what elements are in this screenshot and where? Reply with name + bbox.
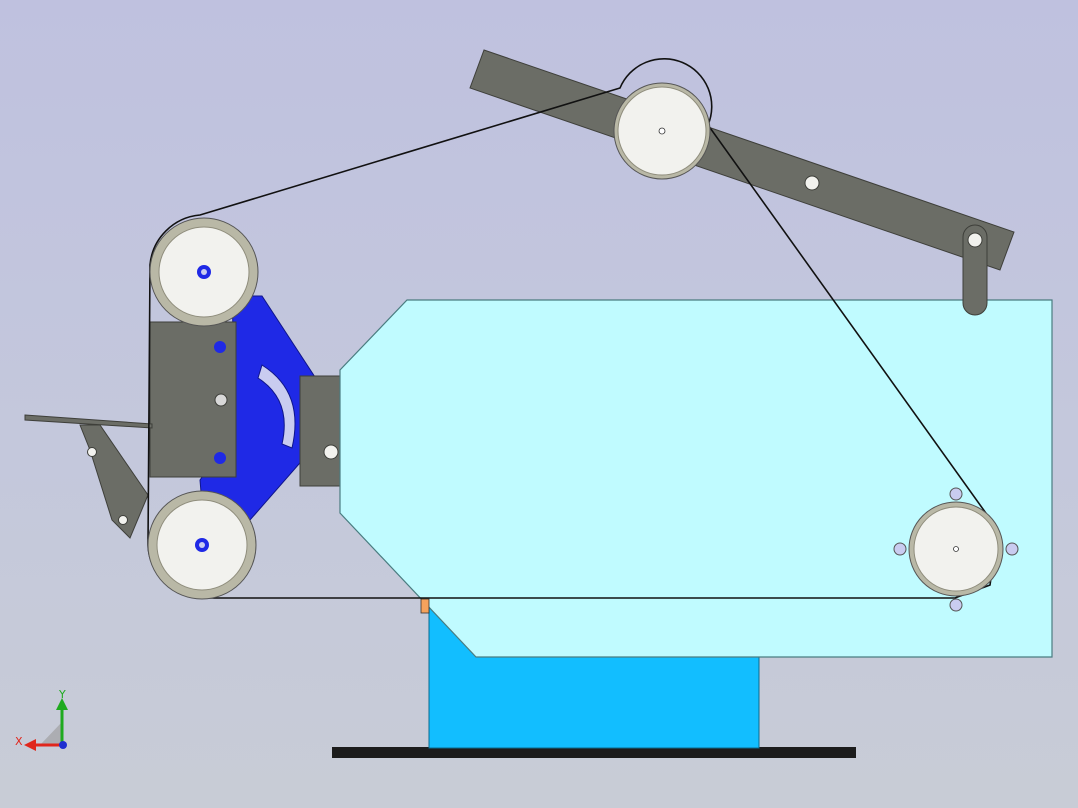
housing-panel[interactable] xyxy=(339,299,1053,658)
axis-triad: Y X xyxy=(15,688,68,751)
work-rest-bar[interactable] xyxy=(24,414,153,429)
bracket-slot xyxy=(257,364,296,449)
drive-bolt-bottom-icon xyxy=(949,598,963,612)
tension-arm-post[interactable] xyxy=(962,224,988,316)
drive-bolt-top-icon xyxy=(949,487,963,501)
base-plate[interactable] xyxy=(332,747,856,758)
plate-bolt-bottom-icon xyxy=(214,452,226,464)
upper-contact-wheel[interactable] xyxy=(149,217,259,327)
work-rest-link[interactable] xyxy=(79,424,149,539)
x-axis-arrow-icon xyxy=(24,739,36,751)
triad-x-label: X xyxy=(15,735,23,748)
top-idler-wheel[interactable] xyxy=(613,82,711,180)
tension-post-pin-icon xyxy=(967,232,983,248)
slider-bolt-icon xyxy=(323,444,339,460)
plate-bolt-top-icon xyxy=(214,341,226,353)
alignment-marker xyxy=(420,598,430,614)
drive-wheel[interactable] xyxy=(893,487,1019,612)
drive-bolt-right-icon xyxy=(1005,542,1019,556)
drive-wheel-axle-icon xyxy=(953,546,959,552)
work-rest-pivot-icon xyxy=(87,447,97,457)
triad-y-label: Y xyxy=(58,688,66,701)
origin-dot-icon xyxy=(59,741,67,749)
tension-arm-hole-icon xyxy=(804,175,820,191)
drive-bolt-left-icon xyxy=(893,542,907,556)
tension-arm[interactable] xyxy=(469,49,1015,271)
top-idler-axle-icon xyxy=(658,127,666,135)
plate-bolt-mid-icon xyxy=(214,393,228,407)
lower-contact-wheel[interactable] xyxy=(147,490,257,600)
work-rest-pin-icon xyxy=(118,515,128,525)
y-axis-arrow-icon xyxy=(56,698,68,710)
